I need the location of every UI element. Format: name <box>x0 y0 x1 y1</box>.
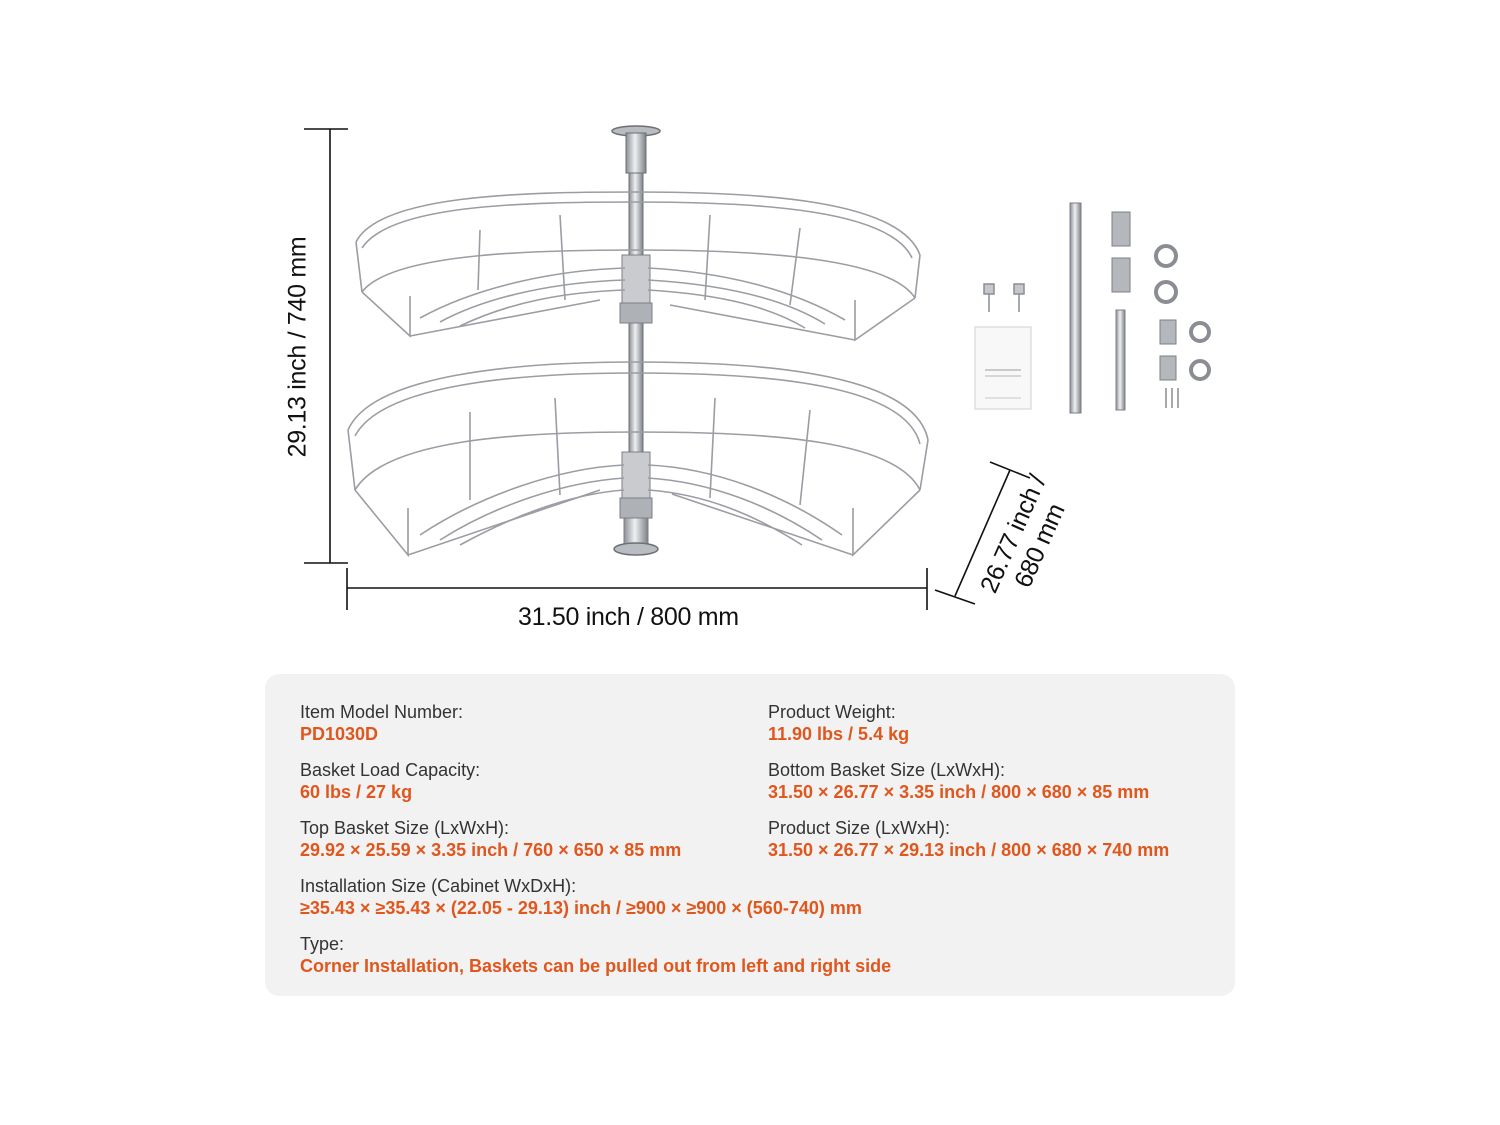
spec-top-basket-size: Top Basket Size (LxWxH): 29.92 × 25.59 ×… <box>300 817 681 861</box>
depth-dimension-line <box>934 461 1031 605</box>
spec-label: Product Weight: <box>768 702 896 722</box>
product-illustration <box>304 125 1211 610</box>
mounting-plates-icon <box>1154 244 1211 381</box>
spec-value: 31.50 × 26.77 × 3.35 inch / 800 × 680 × … <box>768 782 1150 802</box>
specifications-panel: Item Model Number: PD1030D Product Weigh… <box>265 674 1235 996</box>
screws-icon <box>1165 388 1179 408</box>
accessory-hooks-icon <box>983 283 1025 312</box>
spec-value: ≥35.43 × ≥35.43 × (22.05 - 29.13) inch /… <box>300 898 862 918</box>
spec-value: 11.90 lbs / 5.4 kg <box>768 724 910 744</box>
spec-bottom-basket-size: Bottom Basket Size (LxWxH): 31.50 × 26.7… <box>768 759 1149 803</box>
width-dimension-label: 31.50 inch / 800 mm <box>518 603 739 631</box>
spec-load-capacity: Basket Load Capacity: 60 lbs / 27 kg <box>300 759 480 803</box>
bottom-basket <box>347 361 929 558</box>
spec-label: Top Basket Size (LxWxH): <box>300 818 510 838</box>
spec-label: Type: <box>300 934 345 954</box>
manual-booklet-icon <box>974 326 1032 410</box>
spec-product-weight: Product Weight: 11.90 lbs / 5.4 kg <box>768 701 909 745</box>
spec-product-size: Product Size (LxWxH): 31.50 × 26.77 × 29… <box>768 817 1169 861</box>
spec-type: Type: Corner Installation, Baskets can b… <box>300 933 891 977</box>
spec-label: Basket Load Capacity: <box>300 760 481 780</box>
spec-value: 29.92 × 25.59 × 3.35 inch / 760 × 650 × … <box>300 840 682 860</box>
spec-label: Installation Size (Cabinet WxDxH): <box>300 876 577 896</box>
spec-value: 60 lbs / 27 kg <box>300 782 413 802</box>
short-tube-icon <box>1115 309 1126 411</box>
spec-installation-size: Installation Size (Cabinet WxDxH): ≥35.4… <box>300 875 862 919</box>
spec-value: PD1030D <box>300 724 379 744</box>
spec-label: Bottom Basket Size (LxWxH): <box>768 760 1006 780</box>
center-pole <box>611 125 661 556</box>
connector-parts-icon <box>1111 211 1177 381</box>
spec-value: Corner Installation, Baskets can be pull… <box>300 956 892 976</box>
spec-label: Item Model Number: <box>300 702 464 722</box>
height-dimension-line <box>304 128 348 564</box>
spec-label: Product Size (LxWxH): <box>768 818 951 838</box>
width-dimension-line <box>346 568 928 610</box>
spec-value: 31.50 × 26.77 × 29.13 inch / 800 × 680 ×… <box>768 840 1170 860</box>
top-basket <box>355 191 921 342</box>
spec-model-number: Item Model Number: PD1030D <box>300 701 463 745</box>
long-tube-icon <box>1069 202 1082 414</box>
height-dimension-label: 29.13 inch / 740 mm <box>283 236 312 458</box>
